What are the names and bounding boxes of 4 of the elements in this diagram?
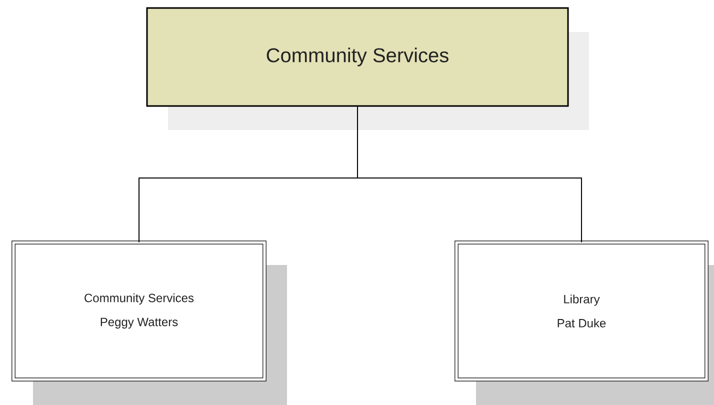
org-box: Community Services Peggy Watters (12, 240, 287, 405)
connector-line (357, 106, 582, 243)
org-box: Library Pat Duke (454, 240, 714, 405)
org-head-box: Community Services (146, 7, 589, 130)
